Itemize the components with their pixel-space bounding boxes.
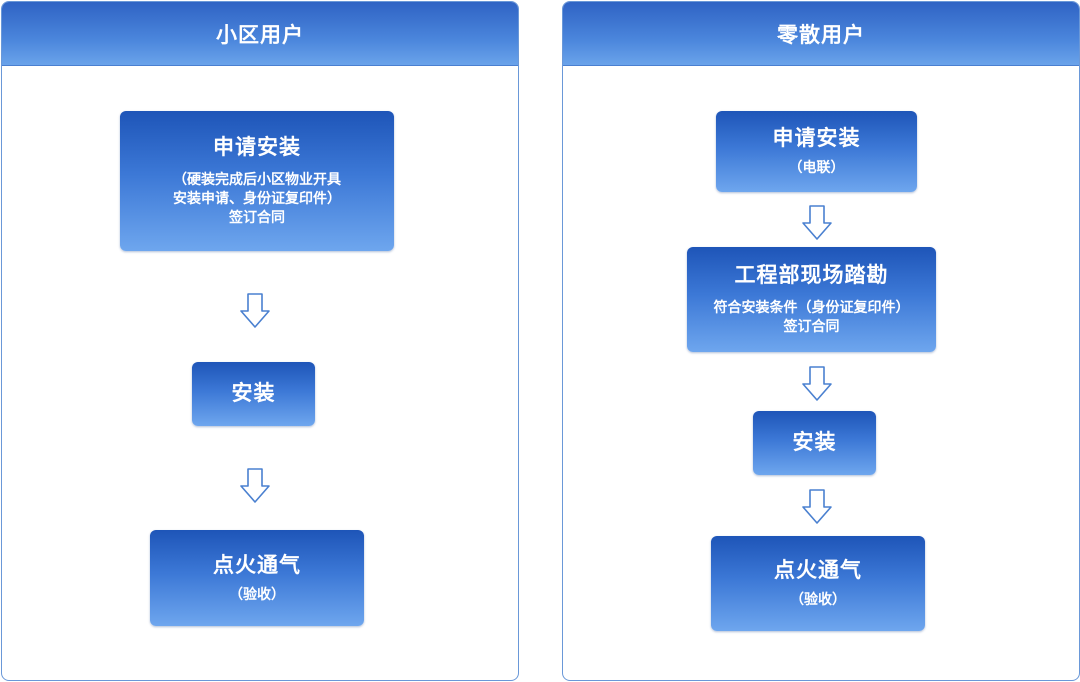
step-ignite-gas: 点火通气 （验收） <box>150 530 364 626</box>
step-desc-line: 签订合同 <box>783 318 840 334</box>
step-desc-line: 符合安装条件（身份证复印件） <box>713 299 910 315</box>
step-title: 工程部现场踏勘 <box>734 264 889 287</box>
panel-title: 小区用户 <box>216 23 304 47</box>
step-install: 安装 <box>192 362 315 426</box>
panel-scattered-users: 零散用户 申请安装 （电联） 工程部现场踏勘 符合安装条件（身份证复印件） 签订… <box>562 1 1080 681</box>
step-title: 点火通气 <box>774 559 862 582</box>
down-arrow-icon <box>239 293 271 329</box>
panel-header: 零散用户 <box>563 2 1079 66</box>
down-arrow-icon <box>801 489 833 525</box>
step-title: 申请安装 <box>772 127 861 150</box>
step-install: 安装 <box>753 411 876 475</box>
panel-title: 零散用户 <box>777 23 865 47</box>
down-arrow-icon <box>239 468 271 504</box>
step-apply-install: 申请安装 （硬装完成后小区物业开具 安装申请、身份证复印件） 签订合同 <box>120 111 394 251</box>
panel-header: 小区用户 <box>2 2 518 66</box>
step-site-survey: 工程部现场踏勘 符合安装条件（身份证复印件） 签订合同 <box>687 247 936 352</box>
step-title: 安装 <box>231 382 276 405</box>
step-desc-line: （验收） <box>790 591 846 607</box>
down-arrow-icon <box>801 205 833 241</box>
step-desc-line: （硬装完成后小区物业开具 <box>173 171 341 187</box>
step-desc-line: 安装申请、身份证复印件） <box>173 190 341 206</box>
step-apply-install: 申请安装 （电联） <box>716 111 917 192</box>
panel-community-users: 小区用户 申请安装 （硬装完成后小区物业开具 安装申请、身份证复印件） 签订合同… <box>1 1 519 681</box>
step-ignite-gas: 点火通气 （验收） <box>711 536 925 631</box>
step-desc-line: （电联） <box>788 159 845 175</box>
down-arrow-icon <box>801 366 833 402</box>
step-title: 点火通气 <box>213 553 301 577</box>
step-desc-line: （验收） <box>229 585 285 602</box>
step-title: 申请安装 <box>213 136 301 159</box>
step-desc-line: 签订合同 <box>229 209 285 225</box>
step-title: 安装 <box>792 431 837 454</box>
